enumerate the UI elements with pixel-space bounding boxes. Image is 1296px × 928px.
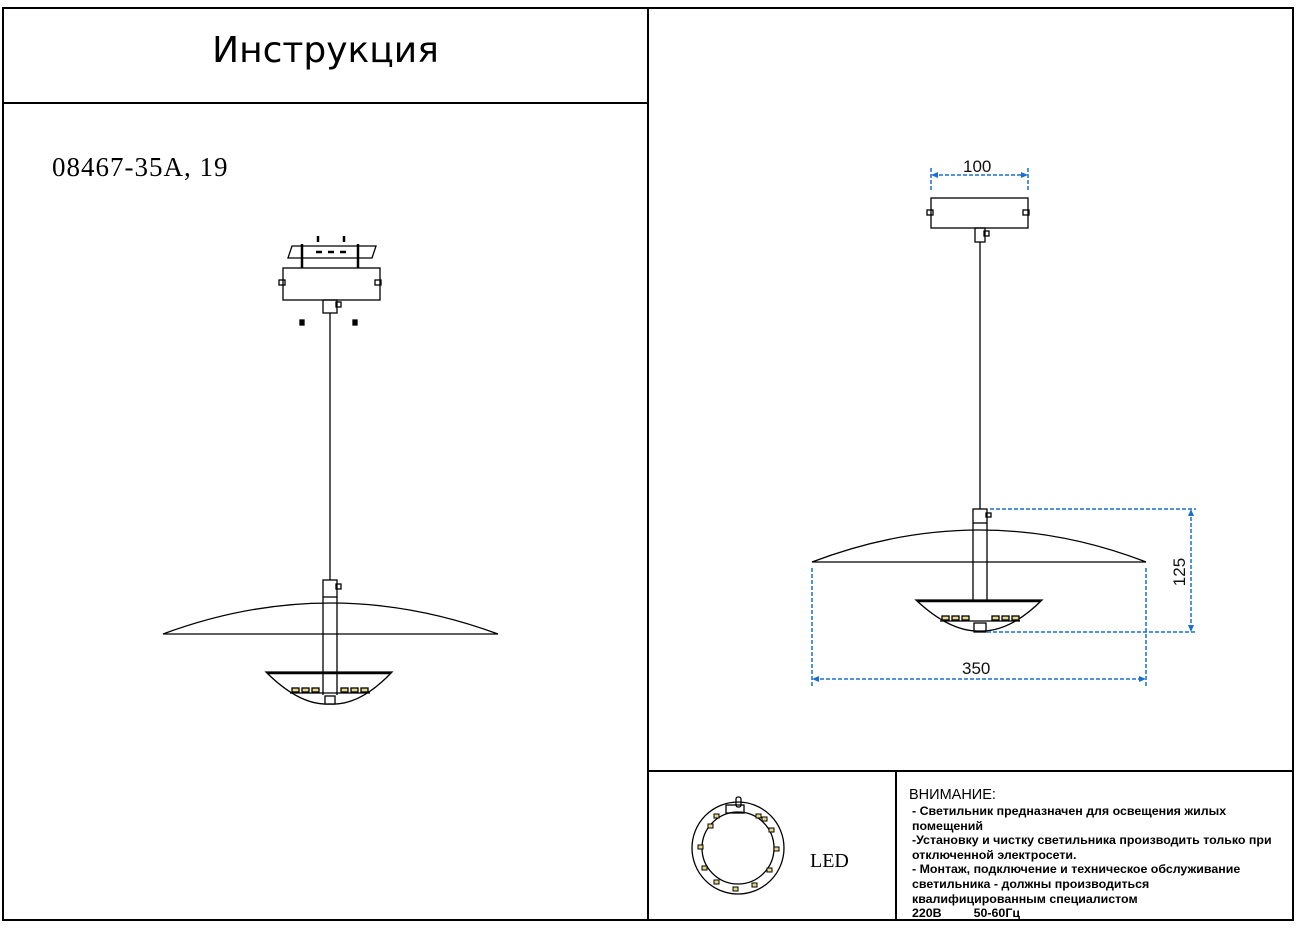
diffuser-bowl: [264, 671, 394, 705]
warning-line: светильника - должны производиться: [912, 876, 1150, 891]
model-number: 08467-35A, 19: [52, 152, 229, 182]
diffuser-bowl: [914, 599, 1044, 632]
dimension-arrows: [812, 172, 1194, 682]
led-chips: [697, 813, 780, 892]
warning-heading: ВНИМАНИЕ:: [909, 787, 996, 803]
sheet-frame: [2, 7, 1294, 921]
frequency: 50-60Гц: [973, 906, 1020, 921]
led-chips: [291, 687, 369, 693]
warning-line: помещений: [912, 818, 984, 833]
warning-line: отключенной электросети.: [912, 847, 1077, 862]
dimension-height: 125: [1170, 557, 1190, 587]
warning-line: квалифицированным специалистом: [912, 891, 1138, 906]
canopy: [282, 267, 381, 301]
assembly-drawing: [162, 236, 499, 705]
warning-block: ВНИМАНИЕ: - Светильник предназначен для …: [909, 787, 1272, 921]
led-chips: [941, 615, 1020, 621]
page-title: Инструкция: [212, 30, 439, 71]
shade: [162, 602, 499, 635]
dimension-drawing: [811, 197, 1147, 633]
warning-line: - Светильник предназначен для освещения …: [912, 804, 1227, 818]
shade: [811, 529, 1147, 563]
voltage: 220В: [912, 906, 942, 921]
electrical-specs: 220В 50-60Гц: [909, 906, 1272, 921]
dimension-canopy-width: 100: [963, 157, 992, 176]
mounting-screws: [300, 236, 360, 268]
light-source-label: LED: [810, 850, 849, 872]
canopy: [930, 197, 1029, 229]
led-ring-drawing: [691, 796, 785, 895]
dimension-lines: [811, 168, 1196, 686]
warning-line: - Монтаж, подключение и техническое обсл…: [912, 862, 1241, 877]
mounting-plate: [287, 245, 377, 259]
warning-line: -Установку и чистку светильника производ…: [912, 833, 1272, 848]
dimension-shade-diameter: 350: [962, 659, 991, 678]
